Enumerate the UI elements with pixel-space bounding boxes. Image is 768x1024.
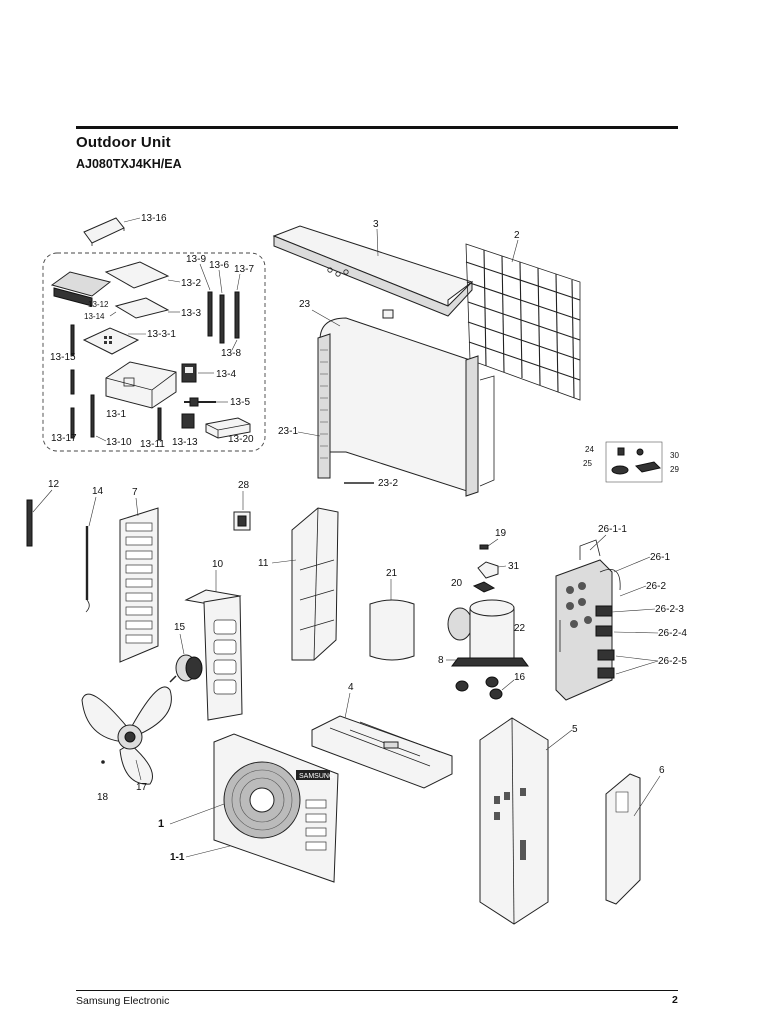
callout-13-5: 13-5 — [230, 397, 250, 408]
callout-10: 10 — [212, 559, 224, 570]
part-7: 7 — [119, 487, 159, 663]
part-10: 10 — [184, 559, 243, 721]
callout-13-13: 13-13 — [172, 437, 198, 448]
callout-3: 3 — [373, 219, 379, 230]
footer-company: Samsung Electronic — [76, 995, 170, 1007]
part-26-valve-assembly: 26-1-1 26-1 26-2 26-2-3 26-2-4 26-2-5 — [555, 524, 687, 701]
callout-24: 24 — [585, 445, 594, 454]
callout-26-2-4: 26-2-4 — [658, 628, 687, 639]
control-box-group-outline — [42, 252, 266, 452]
callout-26-1: 26-1 — [650, 552, 670, 563]
part-23-condenser: 23 23-1 23-2 — [278, 299, 495, 497]
callout-13-12: 13-12 — [88, 300, 109, 309]
part-13-3-1: 13-3-1 — [82, 327, 176, 355]
callout-13-16: 13-16 — [141, 213, 167, 224]
callout-31: 31 — [508, 561, 520, 572]
callout-1: 1 — [158, 818, 164, 830]
callout-13-9: 13-9 — [186, 254, 206, 265]
callout-23-1: 23-1 — [278, 426, 298, 437]
callout-13-8: 13-8 — [221, 348, 241, 359]
callout-15: 15 — [174, 622, 186, 633]
part-13-11-13-13-13-20: 13-11 13-13 13-20 — [140, 407, 254, 450]
part-12: 12 — [26, 479, 60, 547]
callout-17: 17 — [136, 782, 148, 793]
part-14: 14 — [85, 486, 104, 613]
page-title: Outdoor Unit — [76, 134, 171, 151]
callout-13-7: 13-7 — [234, 264, 254, 275]
part-13-5: 13-5 — [184, 397, 250, 408]
callout-13-20: 13-20 — [228, 434, 254, 445]
part-2-rear-guard: 2 — [465, 230, 581, 401]
brand-mark: SAMSUNG — [299, 773, 334, 780]
callout-23: 23 — [299, 299, 311, 310]
part-1-front-panel: SAMSUNG 1 1-1 — [158, 733, 339, 883]
part-5-side-panel: 5 — [479, 717, 578, 925]
callout-21: 21 — [386, 568, 398, 579]
part-13-9-13-6-13-7-strips: 13-9 13-6 13-7 13-8 — [186, 254, 254, 359]
callout-26-2-3: 26-2-3 — [655, 604, 684, 615]
page-number: 2 — [672, 994, 678, 1006]
callout-13-3: 13-3 — [181, 308, 201, 319]
part-13-4: 13-4 — [181, 363, 236, 383]
part-13-1: 13-1 — [105, 361, 177, 420]
part-3-top-cover: 3 — [272, 219, 474, 319]
part-11: 11 — [258, 507, 339, 661]
callout-26-1-1: 26-1-1 — [598, 524, 627, 535]
part-6-service-cover: 6 — [605, 765, 665, 905]
callout-13-14: 13-14 — [84, 312, 105, 321]
callout-7: 7 — [132, 487, 138, 498]
callout-2: 2 — [514, 230, 520, 241]
callout-18: 18 — [97, 792, 109, 803]
callout-30: 30 — [670, 451, 679, 460]
part-28: 28 — [233, 480, 251, 531]
callout-5: 5 — [572, 724, 578, 735]
part-13-16: 13-16 — [83, 213, 167, 246]
part-13-15-13-17-13-10: 13-15 13-17 13-10 — [50, 324, 132, 448]
part-13-14: 13-14 13-3 — [84, 297, 201, 321]
callout-13-4: 13-4 — [216, 369, 236, 380]
callout-23-2: 23-2 — [378, 478, 398, 489]
footer-rule — [76, 990, 678, 991]
part-4-base-pan: 4 — [311, 682, 453, 789]
callout-12: 12 — [48, 479, 60, 490]
part-compressor-group: 19 31 20 22 8 16 — [438, 528, 529, 700]
callout-11: 11 — [258, 558, 269, 569]
callout-4: 4 — [348, 682, 354, 693]
part-17-propeller-fan: 17 18 — [81, 686, 172, 803]
callout-13-3-1: 13-3-1 — [147, 329, 176, 340]
part-13-2: 13-2 — [104, 261, 201, 289]
callout-26-2: 26-2 — [646, 581, 666, 592]
callout-20: 20 — [451, 578, 463, 589]
callout-29: 29 — [670, 465, 679, 474]
part-kit-24-25-29-30: 24 30 25 29 — [583, 441, 679, 483]
header-rule — [76, 126, 678, 129]
callout-19: 19 — [495, 528, 507, 539]
callout-13-11: 13-11 — [140, 439, 165, 450]
callout-26-2-5: 26-2-5 — [658, 656, 687, 667]
part-15-fan-motor: 15 — [169, 622, 203, 683]
callout-16: 16 — [514, 672, 526, 683]
callout-6: 6 — [659, 765, 665, 776]
callout-28: 28 — [238, 480, 250, 491]
callout-13-17: 13-17 — [51, 433, 77, 444]
callout-13-1: 13-1 — [106, 409, 126, 420]
callout-22: 22 — [514, 623, 526, 634]
callout-14: 14 — [92, 486, 104, 497]
callout-8: 8 — [438, 655, 444, 666]
callout-13-6: 13-6 — [209, 260, 229, 271]
callout-25: 25 — [583, 459, 592, 468]
callout-13-2: 13-2 — [181, 278, 201, 289]
callout-13-10: 13-10 — [106, 437, 132, 448]
model-number: AJ080TXJ4KH/EA — [76, 157, 182, 171]
part-21: 21 — [369, 568, 415, 661]
part-13-12: 13-12 — [50, 271, 112, 309]
callout-1-1: 1-1 — [170, 852, 185, 863]
callout-13-15: 13-15 — [50, 352, 76, 363]
